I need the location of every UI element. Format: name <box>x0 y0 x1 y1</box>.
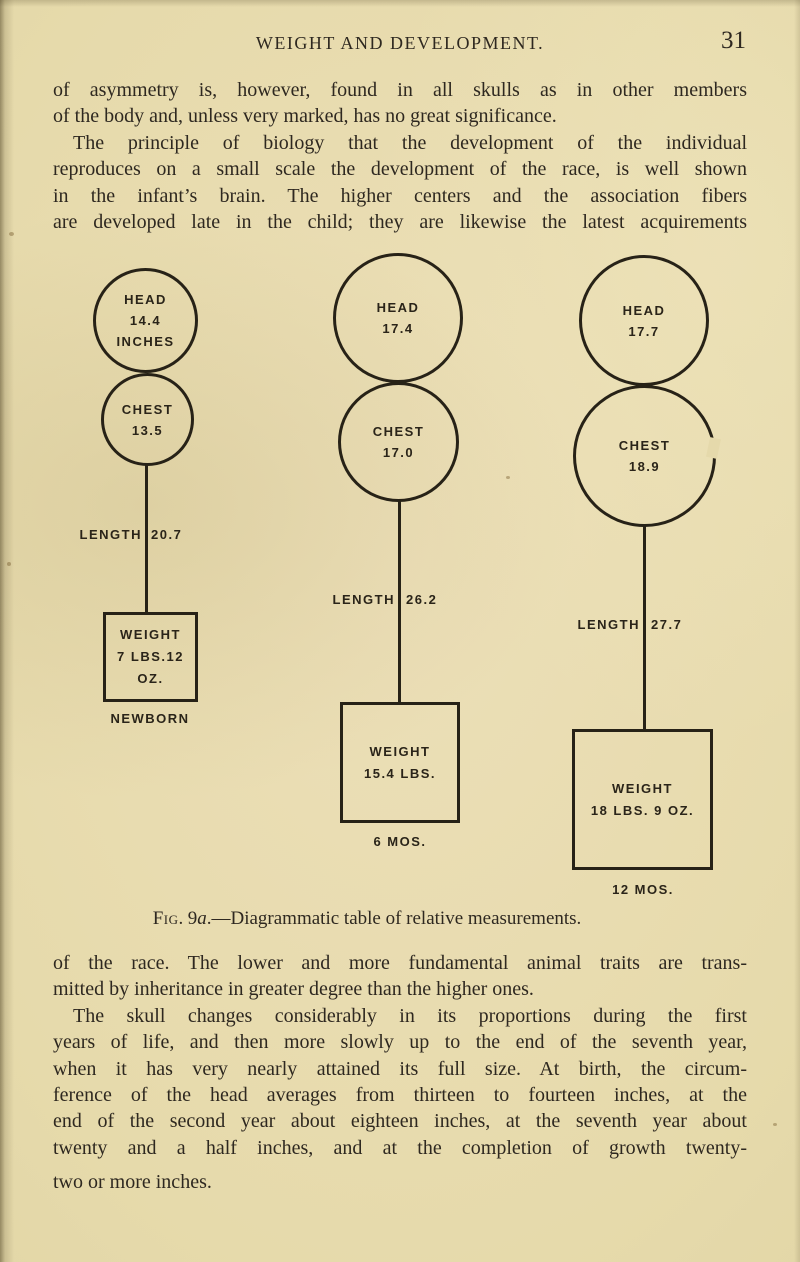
paper-speck <box>9 232 14 236</box>
chest-value: 18.9 <box>628 459 661 474</box>
length-value: 20.7 <box>151 527 183 542</box>
head-unit: INCHES <box>116 334 175 349</box>
chest-circle-6mos: CHEST 17.0 <box>338 382 459 502</box>
weight-value: 18 LBS. 9 OZ. <box>590 802 695 818</box>
text-line: of the body and, unless very marked, has… <box>53 105 557 128</box>
text-line: The principle of biology that the develo… <box>73 131 747 154</box>
chest-circle-12mos: CHEST 18.9 <box>573 385 716 527</box>
caption-fig-abbrev: Fig. <box>152 908 184 929</box>
weight-value: 15.4 LBS. <box>363 765 437 781</box>
length-label: LENGTH <box>577 617 640 632</box>
paper-speck <box>7 562 11 566</box>
length-line-newborn <box>145 465 148 614</box>
text-line: when it has very nearly attained its ful… <box>53 1057 747 1080</box>
text-line: are developed late in the child; they ar… <box>53 210 747 233</box>
chest-label: CHEST <box>372 424 425 439</box>
length-value: 26.2 <box>406 592 438 607</box>
text-line: reproduces on a small scale the developm… <box>53 158 747 181</box>
column-label-6mos: 6 MOS. <box>373 834 427 849</box>
text-line: two or more inches. <box>53 1171 212 1194</box>
paper-speck <box>773 1123 777 1126</box>
weight-box-12mos: WEIGHT 18 LBS. 9 OZ. <box>572 729 713 870</box>
head-label: HEAD <box>622 302 666 318</box>
running-header-title: WEIGHT AND DEVELOPMENT. <box>255 33 545 53</box>
text-line: of the race. The lower and more fundamen… <box>53 952 747 974</box>
caption-fig-letter: a <box>197 908 207 929</box>
paragraph-1: of asymmetry is, however, found in all s… <box>53 77 747 235</box>
length-label: LENGTH <box>79 527 142 542</box>
text-line: in the infant’s brain. The higher center… <box>53 184 747 207</box>
head-value: 14.4 <box>129 313 162 328</box>
page-number: 31 <box>721 27 746 54</box>
figure-caption: Fig.9a.—Diagrammatic table of relative m… <box>20 908 714 930</box>
text-line: years of life, and then more slowly up t… <box>53 1031 747 1054</box>
weight-box-6mos: WEIGHT 15.4 LBS. <box>340 702 460 823</box>
weight-value: 7 LBS.12 OZ. <box>117 649 184 686</box>
text-line: end of the second year about eighteen in… <box>53 1110 747 1133</box>
length-line-6mos <box>398 500 401 704</box>
head-value: 17.4 <box>382 321 414 336</box>
head-circle-newborn: HEAD 14.4 INCHES <box>93 268 198 373</box>
chest-circle-newborn: CHEST 13.5 <box>101 373 194 466</box>
text-line: twenty and a half inches, and at the com… <box>53 1136 747 1159</box>
column-label-newborn: NEWBORN <box>110 711 190 726</box>
head-value: 17.7 <box>628 323 660 339</box>
weight-label: WEIGHT <box>120 627 181 642</box>
head-circle-6mos: HEAD 17.4 <box>333 253 463 383</box>
caption-text: .—Diagrammatic table of relative measure… <box>206 908 582 929</box>
column-label-12mos: 12 MOS. <box>612 882 674 897</box>
chest-value: 17.0 <box>382 445 415 460</box>
text-line: mitted by inheritance in greater degree … <box>53 978 534 1001</box>
weight-box-newborn: WEIGHT 7 LBS.12 OZ. <box>103 612 198 702</box>
head-circle-12mos: HEAD 17.7 <box>579 255 709 386</box>
weight-label: WEIGHT <box>369 743 431 759</box>
text-line: of asymmetry is, however, found in all s… <box>53 79 747 101</box>
length-line-12mos <box>643 525 646 732</box>
chest-label: CHEST <box>618 438 671 453</box>
paper-speck <box>506 476 510 479</box>
chest-label: CHEST <box>121 401 174 417</box>
paragraph-2: of the race. The lower and more fundamen… <box>53 950 747 1196</box>
length-value: 27.7 <box>651 617 683 632</box>
weight-label: WEIGHT <box>612 780 673 796</box>
text-line: ference of the head averages from thirte… <box>53 1083 747 1106</box>
length-label: LENGTH <box>332 592 395 607</box>
head-label: HEAD <box>124 292 167 307</box>
text-line: The skull changes considerably in its pr… <box>73 1004 747 1027</box>
head-label: HEAD <box>376 300 420 315</box>
chest-value: 13.5 <box>131 422 164 438</box>
caption-fig-number: 9 <box>187 908 198 929</box>
